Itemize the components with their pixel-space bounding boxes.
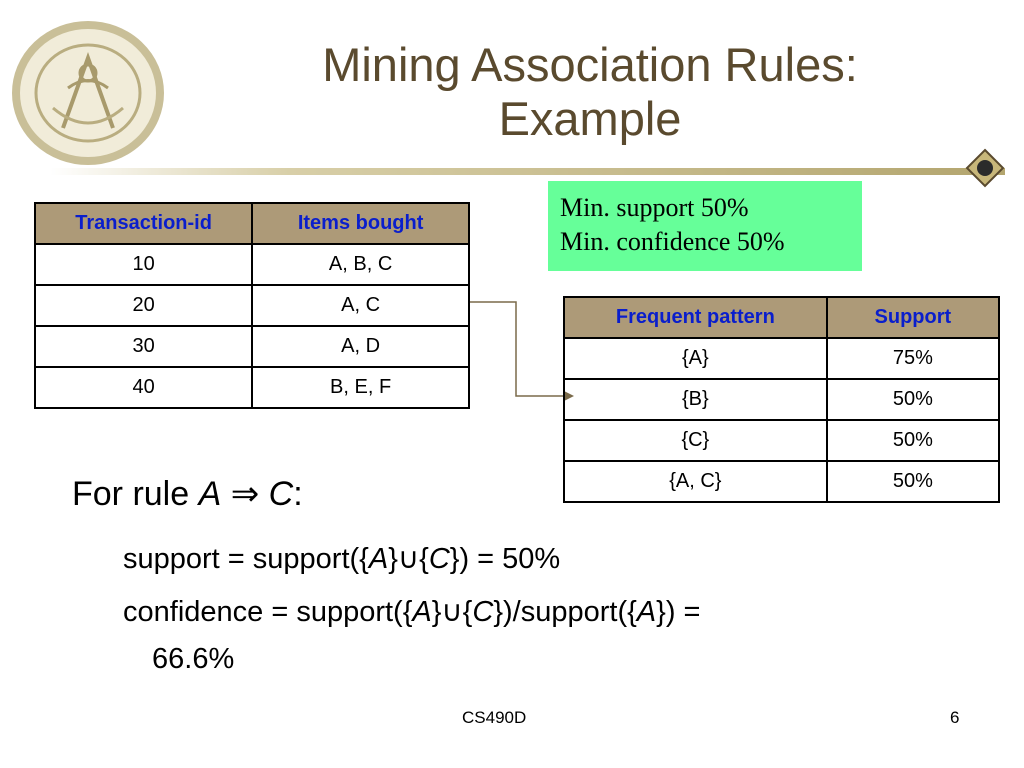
min-thresholds-box: Min. support 50% Min. confidence 50% — [548, 181, 862, 271]
table-row: 40 B, E, F — [33, 366, 470, 409]
itemset-a: A — [412, 596, 432, 628]
connector-arrow — [470, 301, 574, 401]
table-header-row: Frequent pattern Support — [563, 296, 1001, 339]
support-text: support = support({ — [123, 543, 369, 575]
header-support: Support — [825, 296, 1001, 339]
itemset-c: C — [472, 596, 494, 628]
pattern-cell: {B} — [563, 378, 828, 421]
support-cell: 50% — [825, 378, 1001, 421]
table-row: {A} 75% — [563, 337, 1001, 380]
header-transaction-id: Transaction-id — [33, 202, 254, 245]
rule-prefix: For rule — [72, 475, 199, 513]
title-line-2: Example — [498, 92, 682, 145]
items-cell: A, B, C — [251, 243, 470, 286]
table-row: {C} 50% — [563, 419, 1001, 462]
union-symbol: }∪{ — [388, 543, 429, 575]
footer-page-number: 6 — [950, 708, 960, 727]
pattern-cell: {A} — [563, 337, 828, 380]
confidence-text: confidence = support({ — [123, 596, 413, 628]
table-row: 10 A, B, C — [33, 243, 470, 286]
table-row: 20 A, C — [33, 284, 470, 327]
title-underline — [50, 168, 1005, 175]
transaction-id-cell: 10 — [33, 243, 254, 286]
min-confidence-text: Min. confidence 50% — [560, 227, 785, 256]
equals-text: }) = — [656, 596, 701, 628]
rule-suffix: : — [293, 475, 303, 513]
table-row: 30 A, D — [33, 325, 470, 368]
title-line-1: Mining Association Rules: — [322, 38, 858, 91]
support-cell: 50% — [825, 460, 1001, 503]
itemset-a: A — [368, 543, 389, 575]
purdue-seal-logo — [12, 21, 164, 165]
items-cell: A, C — [251, 284, 470, 327]
rule-consequent: C — [268, 475, 294, 513]
support-formula: support = support({A}∪{C}) = 50% — [123, 540, 560, 578]
frequent-patterns-table: Frequent pattern Support {A} 75% {B} 50%… — [563, 296, 1001, 503]
rule-antecedent: A — [198, 475, 222, 513]
footer-course: CS490D — [462, 708, 527, 727]
support-cell: 75% — [825, 337, 1001, 380]
support-cell: 50% — [825, 419, 1001, 462]
union-symbol: }∪{ — [431, 596, 473, 628]
itemset-a: A — [636, 596, 657, 628]
header-items-bought: Items bought — [251, 202, 470, 245]
min-support-text: Min. support 50% — [560, 193, 749, 222]
transaction-id-cell: 20 — [33, 284, 254, 327]
support-result: }) = 50% — [449, 543, 561, 575]
table-row: {A, C} 50% — [563, 460, 1001, 503]
header-frequent-pattern: Frequent pattern — [563, 296, 828, 339]
confidence-formula: confidence = support({A}∪{C})/support({A… — [123, 593, 943, 631]
transaction-id-cell: 40 — [33, 366, 254, 409]
pattern-cell: {C} — [563, 419, 828, 462]
transaction-id-cell: 30 — [33, 325, 254, 368]
pattern-cell: {A, C} — [563, 460, 828, 503]
confidence-value: 66.6% — [152, 643, 235, 675]
items-cell: A, D — [251, 325, 470, 368]
table-header-row: Transaction-id Items bought — [33, 202, 470, 245]
implies-symbol: ⇒ — [221, 475, 269, 513]
transactions-table: Transaction-id Items bought 10 A, B, C 2… — [33, 202, 470, 409]
slide-title: Mining Association Rules: Example — [190, 38, 990, 146]
items-cell: B, E, F — [251, 366, 470, 409]
table-row: {B} 50% — [563, 378, 1001, 421]
itemset-c: C — [428, 543, 450, 575]
divide-support-text: })/support({ — [493, 596, 637, 628]
rule-heading: For rule A ⇒ C: — [72, 474, 303, 514]
purdue-emblem-icon — [965, 148, 1005, 188]
